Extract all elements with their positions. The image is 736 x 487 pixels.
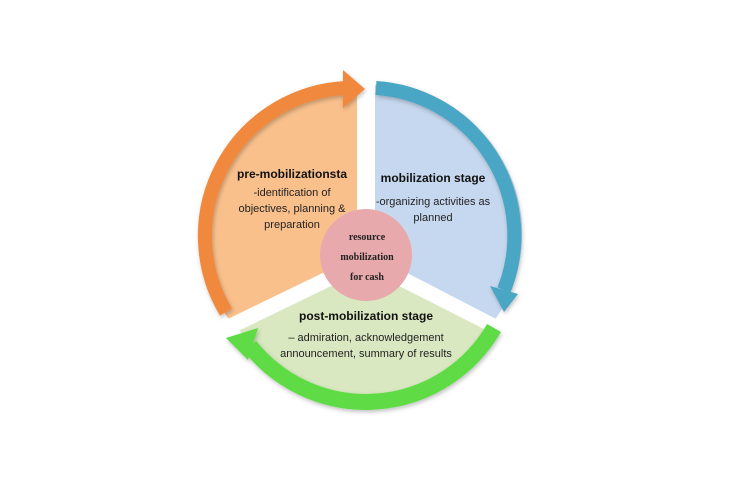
pre-mobilization-arrow <box>197 70 365 316</box>
pre-mobilization-desc-line1: -identification of <box>253 187 331 199</box>
center-label-line1: resource <box>349 232 386 243</box>
post-mobilization-desc-line1: – admiration, acknowledgement <box>288 332 443 344</box>
center-circle <box>320 209 412 301</box>
mobilization-desc-line2: planned <box>413 212 452 224</box>
mobilization-title: mobilization stage <box>381 171 486 185</box>
pre-mobilization-desc-line3: preparation <box>264 219 320 231</box>
pre-mobilization-title: pre-mobilizationsta <box>237 167 347 181</box>
mobilization-desc-line1: -organizing activities as <box>376 196 491 208</box>
center-label-line3: for cash <box>350 272 384 283</box>
post-mobilization-desc-line2: announcement, summary of results <box>280 348 452 360</box>
post-mobilization-arrow <box>226 323 501 410</box>
pre-mobilization-desc-line2: objectives, planning & <box>238 203 346 215</box>
center-label-line2: mobilization <box>340 252 394 263</box>
mobilization-arrow <box>375 81 522 312</box>
post-mobilization-title: post-mobilization stage <box>299 309 433 323</box>
